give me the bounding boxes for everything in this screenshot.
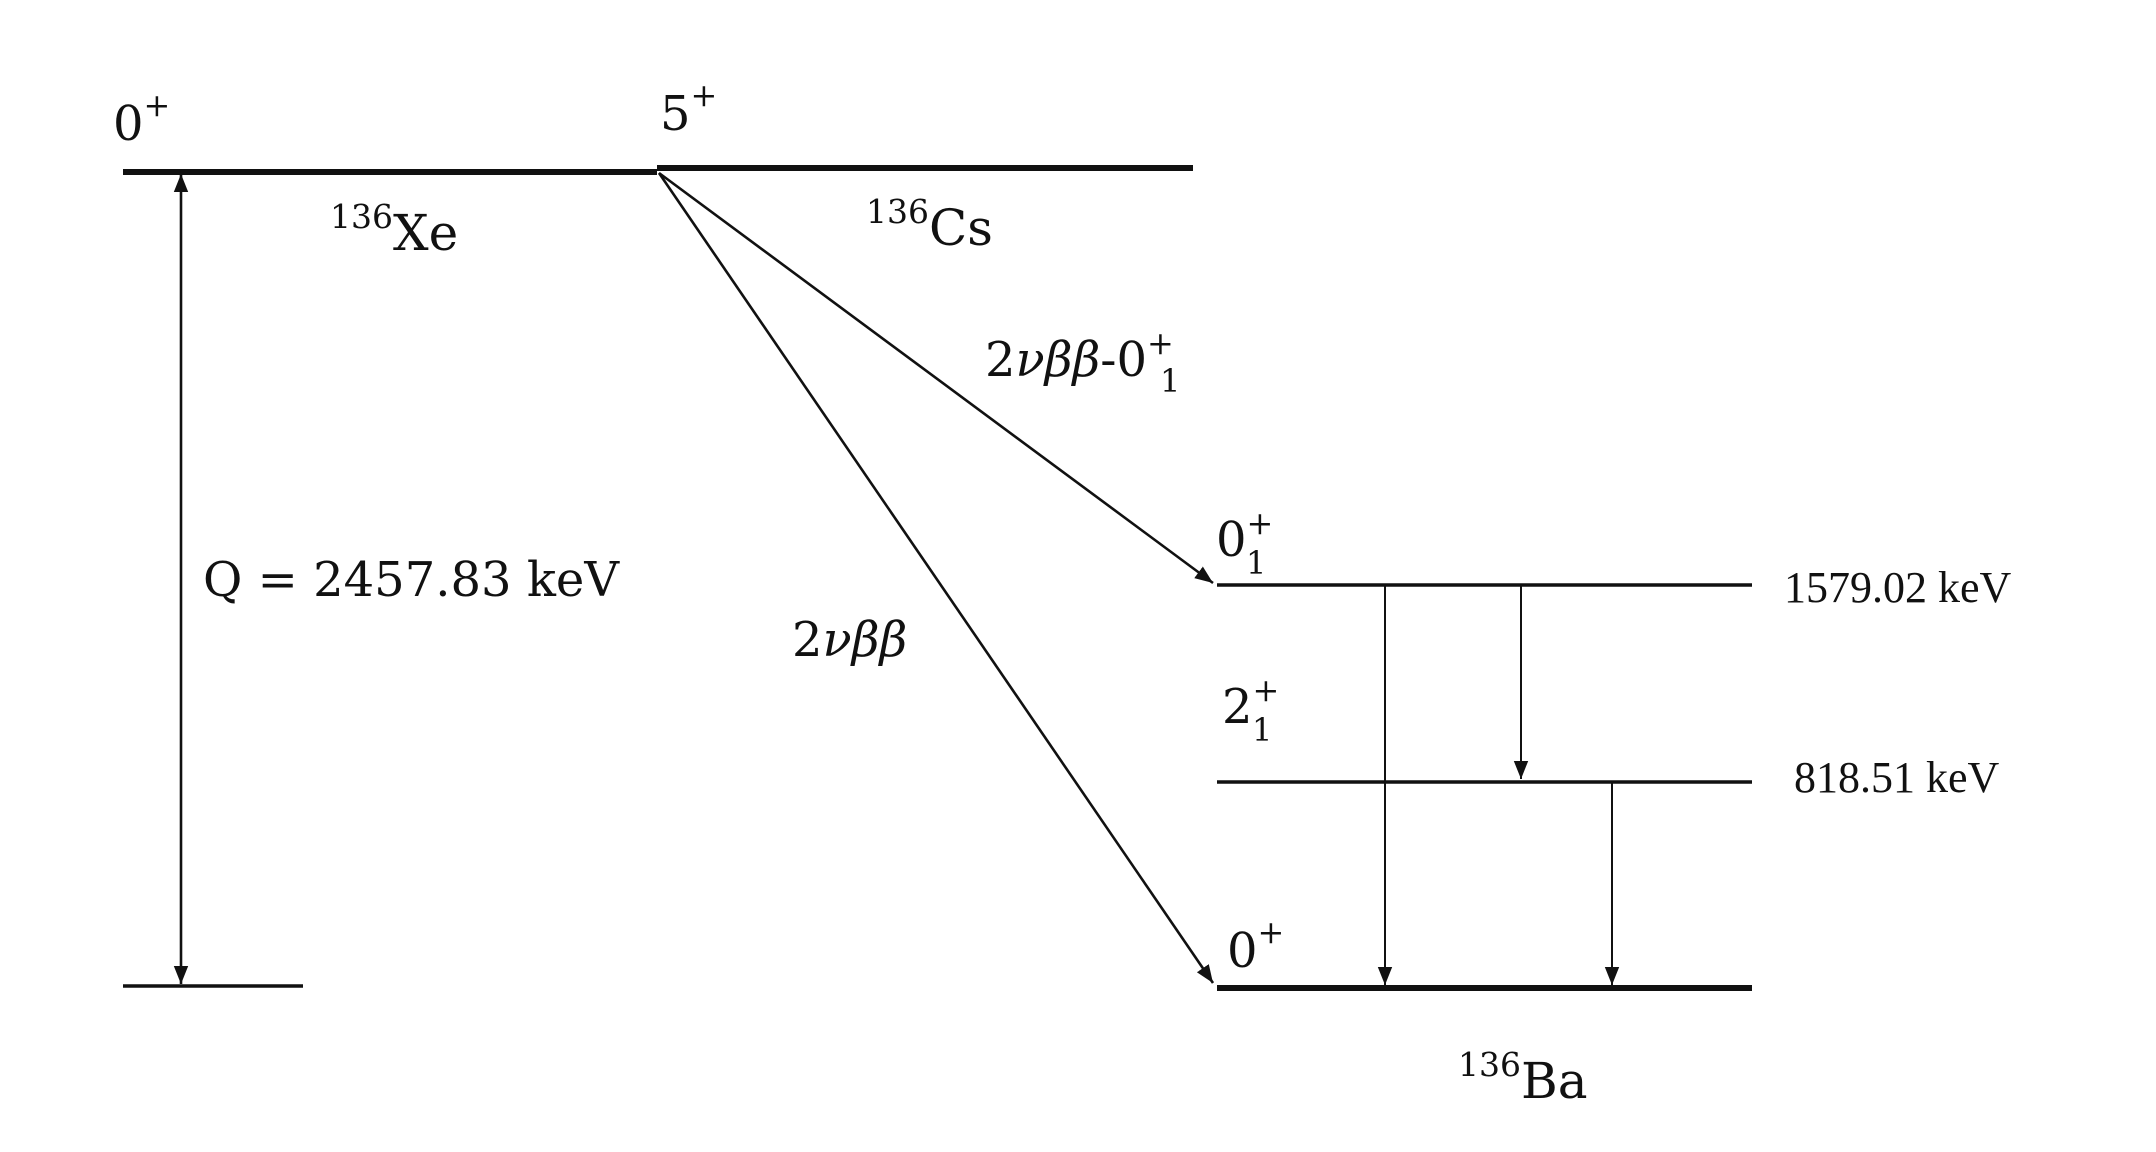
ba-excited-2-spin-parity: 2+1: [1222, 671, 1279, 749]
cs-spin-parity: 5+: [660, 76, 717, 142]
xe-nucleus-label: 136Xe: [330, 197, 458, 262]
q-value-label: Q = 2457.83 keV: [203, 552, 620, 608]
ba-ground-spin-parity: 0+: [1227, 913, 1284, 979]
transition-label-excited: 2νββ-0+1: [985, 324, 1180, 400]
transition-2vbb-to-excited-0: [658, 171, 1214, 585]
ba-excited-2-energy: 818.51 keV: [1794, 753, 2000, 802]
transition-label-ground: 2νββ: [792, 612, 907, 668]
ba-nucleus-label: 136Ba: [1458, 1045, 1588, 1110]
ba-excited-0-energy: 1579.02 keV: [1784, 563, 2012, 612]
transition-2vbb-to-ground: [657, 172, 1215, 984]
ba-excited-0-spin-parity: 0+1: [1216, 504, 1273, 582]
cs-nucleus-label: 136Cs: [866, 192, 993, 257]
xe-spin-parity: 0+: [113, 86, 170, 152]
